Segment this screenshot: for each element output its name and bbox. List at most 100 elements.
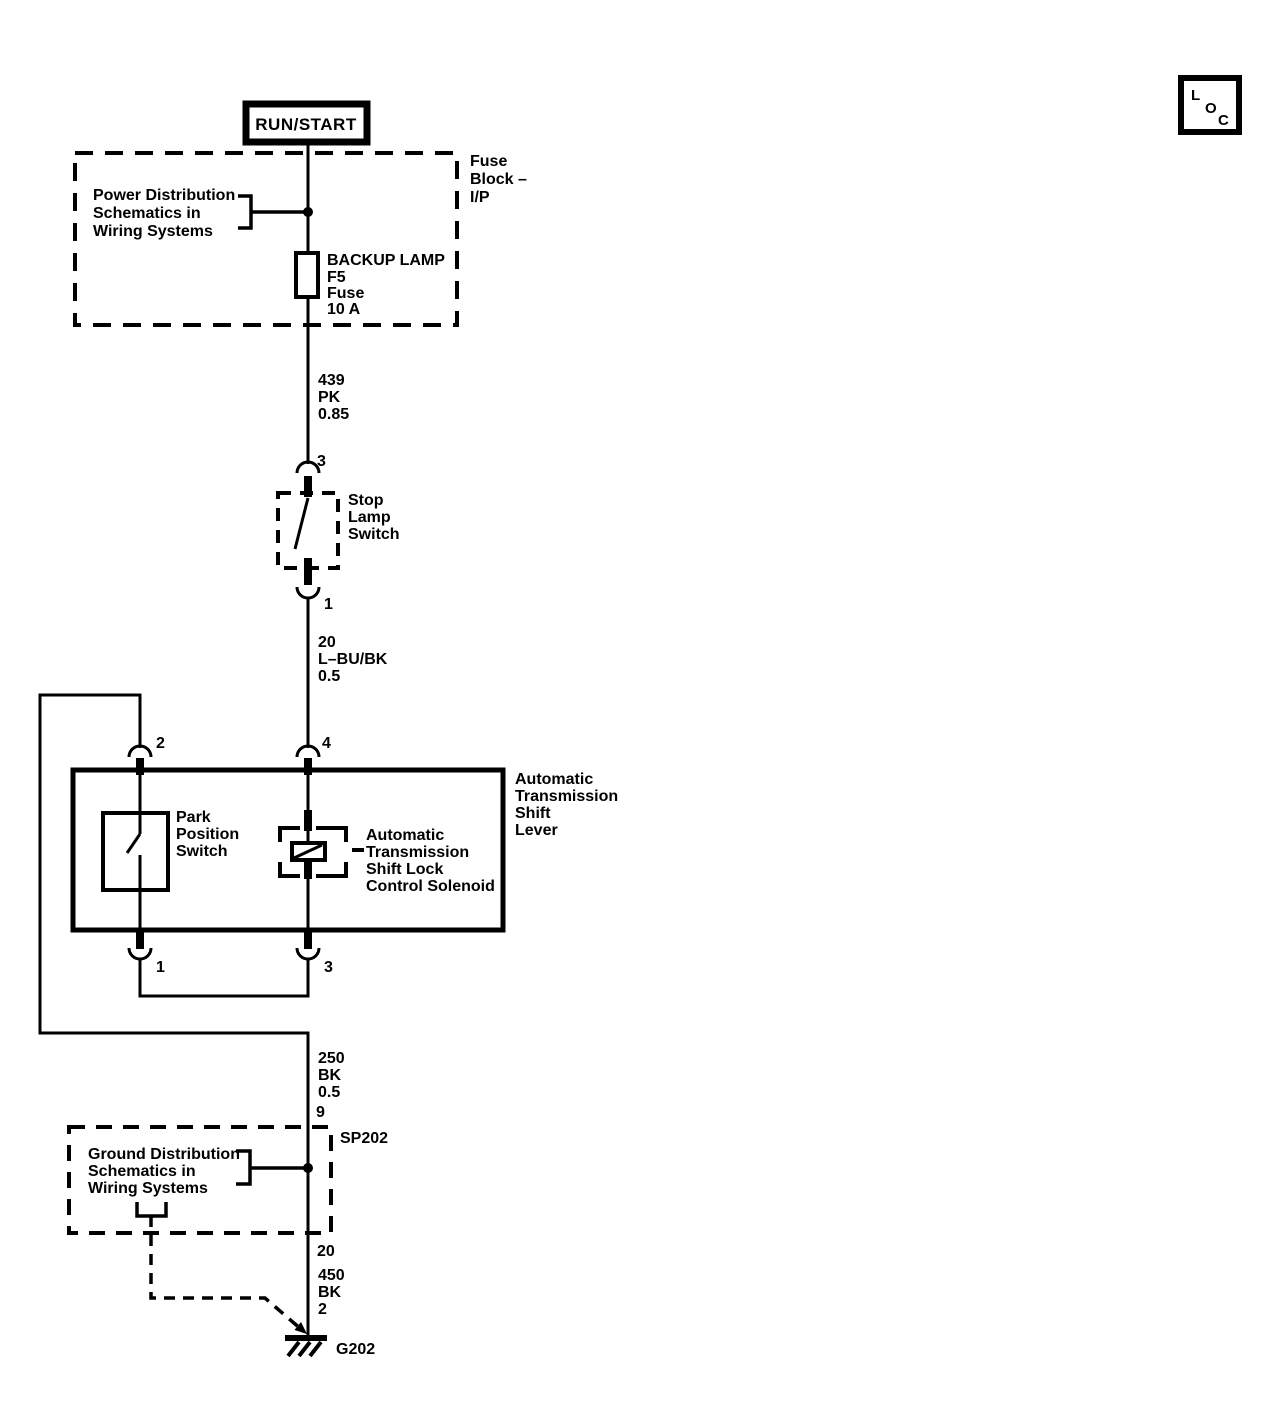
wire-label-line: 250 bbox=[318, 1050, 345, 1067]
fuse-block-ip: Fuse Block – I/P Power Distribution Sche… bbox=[73, 151, 527, 327]
solenoid-name-line: Shift Lock bbox=[366, 861, 443, 878]
wire-label-439: 439 PK 0.85 bbox=[318, 372, 349, 423]
stop-lamp-name-line: Stop bbox=[348, 492, 384, 509]
stop-lamp-name-line: Switch bbox=[348, 526, 400, 543]
connector-socket-icon bbox=[127, 744, 153, 758]
ground-id-label: G202 bbox=[336, 1341, 375, 1358]
wire-label-line: 0.5 bbox=[318, 1084, 340, 1101]
wire-label-line: 20 bbox=[318, 634, 336, 651]
solenoid-name-line: Transmission bbox=[366, 844, 469, 861]
solenoid-bracket-corner bbox=[278, 862, 300, 878]
wire-label-250: 250 BK 0.5 bbox=[318, 1050, 345, 1101]
solenoid-bracket-corner bbox=[278, 826, 300, 842]
ground-ref-line: Ground Distribution bbox=[88, 1146, 240, 1163]
ground-leader-dashed bbox=[149, 1216, 304, 1332]
ground-symbol-hatch bbox=[286, 1340, 301, 1358]
ground-g202: G202 bbox=[285, 1335, 375, 1358]
reference-bracket bbox=[238, 194, 253, 230]
power-distribution-reference: Power Distribution Schematics in Wiring … bbox=[93, 187, 313, 240]
shift-lever-assembly: 2 4 Automatic Transmission Shift Lever P… bbox=[70, 735, 618, 976]
power-ref-line: Power Distribution bbox=[93, 187, 235, 204]
loc-indicator: L O C bbox=[1178, 75, 1242, 135]
loc-box bbox=[1178, 75, 1242, 135]
stop-lamp-switch-outline bbox=[276, 491, 340, 570]
park-switch-outline bbox=[101, 811, 170, 892]
fuse-label-line: Fuse bbox=[327, 285, 364, 302]
wire-label-line: 439 bbox=[318, 372, 345, 389]
park-switch-name-line: Park bbox=[176, 809, 211, 826]
reference-bracket-down bbox=[135, 1202, 168, 1218]
run-start-box bbox=[242, 100, 371, 146]
wire-label-line: 20 bbox=[317, 1243, 335, 1260]
pin-number: 9 bbox=[316, 1104, 325, 1121]
run-start-label: RUN/START bbox=[255, 115, 357, 134]
connector-pin-icon bbox=[136, 930, 144, 949]
wire-label-line: 450 bbox=[318, 1267, 345, 1284]
connector-pin-icon bbox=[304, 930, 312, 949]
fuse-block-outline bbox=[73, 151, 459, 327]
connector-pin-icon bbox=[304, 758, 312, 775]
power-ref-line: Wiring Systems bbox=[93, 223, 213, 240]
connector-socket-icon bbox=[295, 460, 321, 474]
shift-lever-name-line: Lever bbox=[515, 822, 558, 839]
wire-label-line: 0.85 bbox=[318, 406, 349, 423]
leader-arrowhead-icon bbox=[294, 1322, 307, 1334]
wire-label-line: L–BU/BK bbox=[318, 651, 388, 668]
junction-dot bbox=[303, 1163, 313, 1173]
connector-pin-icon bbox=[304, 558, 312, 585]
solenoid-bracket-corner bbox=[316, 826, 348, 842]
solenoid-coil-diagonal bbox=[293, 843, 323, 860]
switch-blade-icon bbox=[293, 497, 310, 550]
pin-number: 3 bbox=[324, 959, 333, 976]
splice-sp202: 9 SP202 Ground Distribution Schematics i… bbox=[67, 1104, 388, 1334]
connector-pin-icon bbox=[136, 758, 144, 775]
ground-ref-line: Schematics in bbox=[88, 1163, 196, 1180]
shift-lever-name-line: Shift bbox=[515, 805, 551, 822]
fuse-symbol bbox=[294, 251, 320, 299]
fuse-label-line: F5 bbox=[327, 269, 346, 286]
park-position-switch: Park Position Switch bbox=[101, 775, 239, 930]
wire-pin1-pin3-jumper bbox=[138, 959, 310, 998]
wire-label-line: BK bbox=[318, 1284, 342, 1301]
shift-lever-name-line: Transmission bbox=[515, 788, 618, 805]
wire-label-line: 0.5 bbox=[318, 668, 340, 685]
fuse-block-name-line: Block – bbox=[470, 171, 527, 188]
loc-letter: C bbox=[1218, 112, 1229, 129]
solenoid-terminal bbox=[304, 810, 312, 831]
ground-symbol-hatch bbox=[297, 1340, 312, 1358]
fuse-block-name-line: I/P bbox=[470, 189, 490, 206]
shift-lever-name-line: Automatic bbox=[515, 771, 593, 788]
fuse-label-line: 10 A bbox=[327, 301, 361, 318]
wire-label-line: BK bbox=[318, 1067, 342, 1084]
shift-lock-solenoid: Automatic Transmission Shift Lock Contro… bbox=[278, 775, 495, 930]
pin-number: 1 bbox=[324, 596, 333, 613]
wire-label-450: 20 450 BK 2 bbox=[317, 1243, 345, 1318]
connector-socket-icon bbox=[295, 744, 321, 758]
loc-letter: O bbox=[1205, 100, 1217, 117]
ignition-source: RUN/START bbox=[242, 100, 371, 146]
splice-id-label: SP202 bbox=[340, 1130, 388, 1147]
wire-label-line: 2 bbox=[318, 1301, 327, 1318]
wire-250-bk-loop bbox=[38, 693, 310, 1337]
fuse-label-line: BACKUP LAMP bbox=[327, 252, 445, 269]
connector-socket-icon bbox=[295, 947, 321, 961]
park-switch-name-line: Position bbox=[176, 826, 239, 843]
wire-label-20: 20 L–BU/BK 0.5 bbox=[318, 634, 388, 685]
pin-number: 1 bbox=[156, 959, 165, 976]
pin-number: 4 bbox=[322, 735, 331, 752]
park-switch-name-line: Switch bbox=[176, 843, 228, 860]
solenoid-bracket-corner bbox=[316, 862, 348, 878]
solenoid-terminal bbox=[304, 861, 312, 879]
connector-pin-icon bbox=[304, 476, 312, 497]
solenoid-name-line: Control Solenoid bbox=[366, 878, 495, 895]
wire-label-line: PK bbox=[318, 389, 341, 406]
shift-lever-outline bbox=[70, 767, 506, 933]
ground-ref-line: Wiring Systems bbox=[88, 1180, 208, 1197]
junction-dot bbox=[303, 207, 313, 217]
loc-letter: L bbox=[1191, 87, 1200, 104]
connector-socket-icon bbox=[127, 947, 153, 961]
switch-blade-icon bbox=[125, 833, 142, 854]
backup-lamp-fuse: BACKUP LAMP F5 Fuse 10 A bbox=[294, 251, 445, 318]
